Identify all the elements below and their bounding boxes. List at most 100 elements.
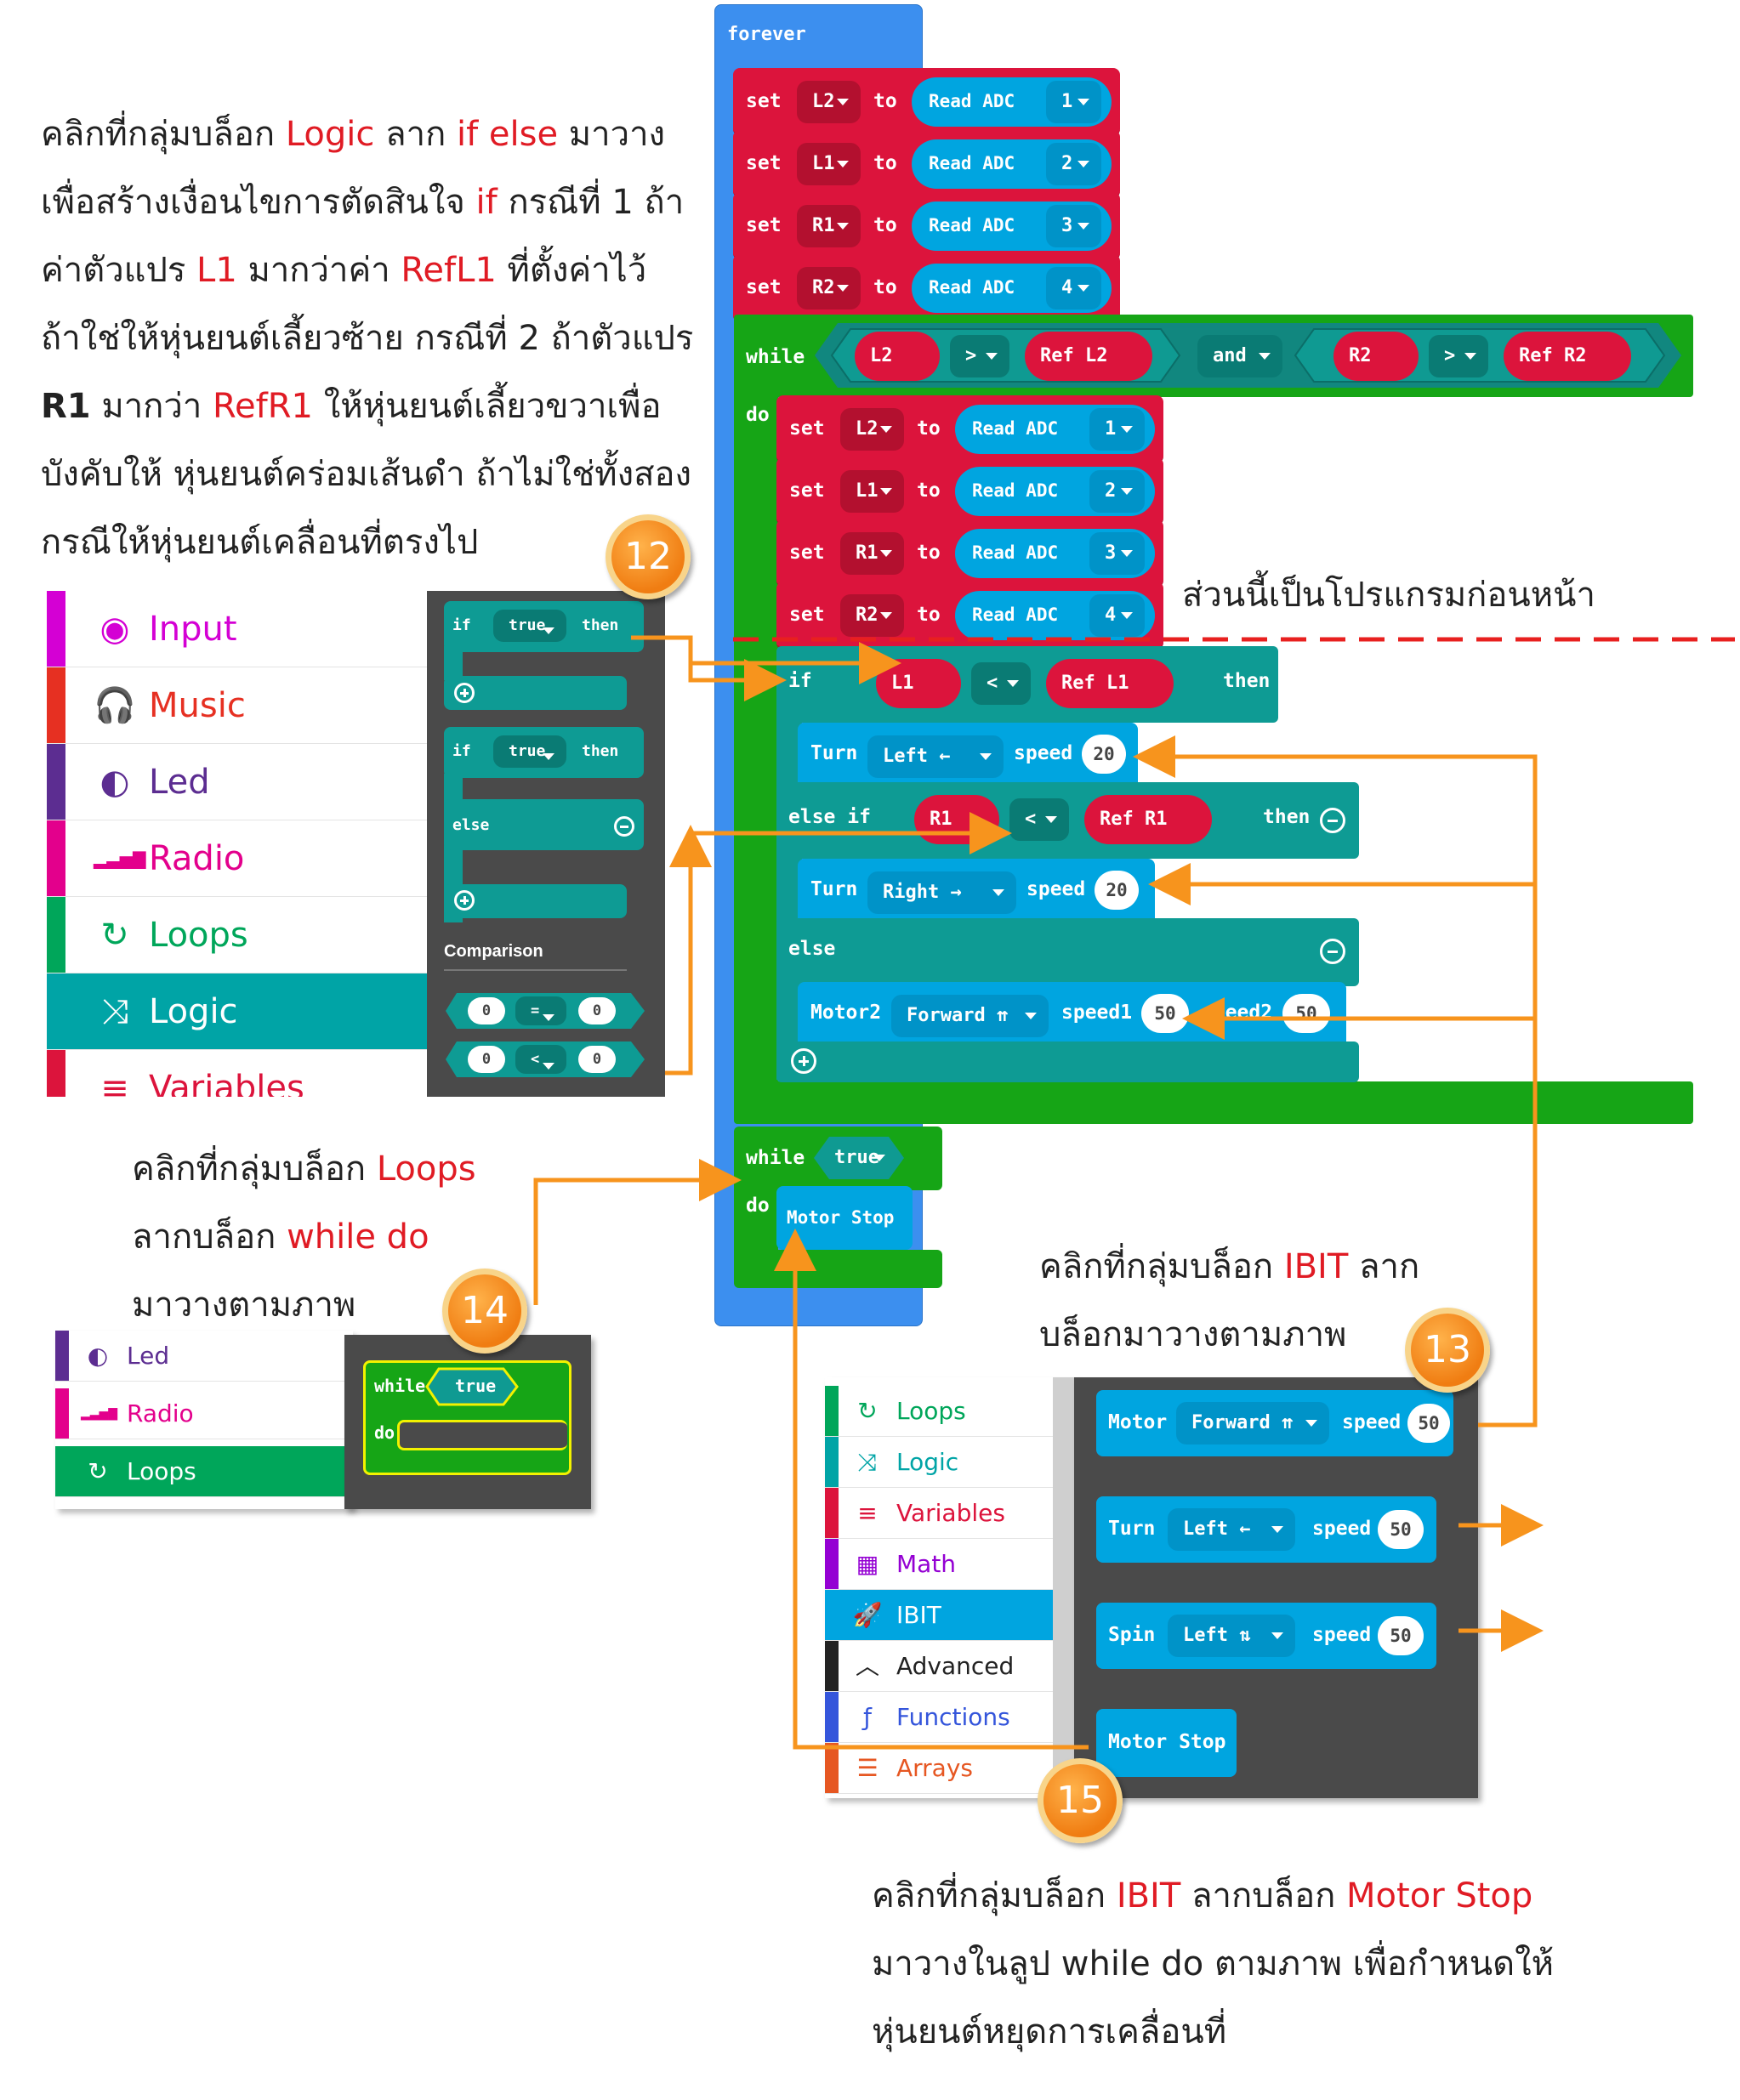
palette-motor-speed-value[interactable]: 50 — [1407, 1404, 1450, 1443]
lt-op-dropdown[interactable]: < — [515, 1045, 566, 1074]
palette-if-then: then — [582, 616, 619, 634]
palette-while-true[interactable]: true — [455, 1376, 497, 1396]
ibit-scrollbar[interactable] — [1053, 1377, 1074, 1798]
set-variable-dropdown[interactable]: L2 — [840, 408, 904, 451]
category-advanced[interactable]: ︿Advanced — [825, 1641, 1053, 1692]
palette-add-icon-1[interactable] — [454, 683, 475, 703]
set-variable-dropdown[interactable]: R1 — [797, 205, 861, 247]
category-ibit[interactable]: 🚀IBIT — [825, 1590, 1053, 1641]
instruction-line: คลิกที่กลุ่มบล็อก IBIT ลาก — [1039, 1233, 1635, 1301]
remove-else-icon[interactable] — [1320, 939, 1345, 964]
turn-left-dropdown[interactable]: Left ← — [867, 735, 1004, 778]
adc-channel-dropdown[interactable]: 2 — [1046, 143, 1101, 185]
turn-right-dropdown[interactable]: Right → — [867, 871, 1016, 914]
set-variable-dropdown[interactable]: R2 — [840, 594, 904, 637]
if-var-refl1[interactable]: Ref L1 — [1046, 659, 1174, 708]
motor2-speed2-value[interactable]: 50 — [1282, 994, 1330, 1033]
while-op1-dropdown[interactable]: > — [950, 335, 1009, 377]
remove-elseif-icon[interactable] — [1320, 808, 1345, 833]
while-var-r2[interactable]: R2 — [1333, 332, 1419, 381]
adc-channel-dropdown[interactable]: 2 — [1089, 470, 1145, 513]
category-variables[interactable]: ≡Variables — [47, 1050, 429, 1097]
while-and-dropdown[interactable]: and — [1197, 335, 1282, 377]
highlight-text: RefL1 — [401, 251, 497, 290]
elseif-op-dropdown[interactable]: < — [1009, 798, 1069, 841]
set-keyword: set — [789, 480, 825, 502]
elseif-var-refr1[interactable]: Ref R1 — [1084, 795, 1212, 844]
ibit-toolbox: ↻Loops⤨Logic≡Variables▦Math🚀IBIT︿Advance… — [825, 1377, 1080, 1798]
instruction-line: เพื่อสร้างเงื่อนไขการตัดสินใจ if กรณีที่… — [41, 168, 721, 236]
palette-spin-dropdown[interactable]: Left ⇅ — [1168, 1615, 1295, 1657]
while-var-l2[interactable]: L2 — [855, 332, 940, 381]
set-variable-dropdown[interactable]: L1 — [797, 143, 861, 185]
category-radio[interactable]: ▂▃▅▇Radio — [47, 820, 429, 897]
step15-badge: 15 — [1038, 1758, 1123, 1843]
adc-channel-dropdown[interactable]: 1 — [1089, 408, 1145, 451]
eq-left-value[interactable]: 0 — [468, 997, 505, 1024]
category-label: Functions — [896, 1703, 1010, 1731]
previous-program-note: ส่วนนี้เป็นโปรแกรมก่อนหน้า — [1182, 576, 1595, 615]
category-loops[interactable]: ↻Loops — [825, 1386, 1053, 1437]
instruction-text: ที่ตั้งค่าไว้ — [496, 251, 647, 290]
add-else-icon[interactable] — [791, 1048, 816, 1074]
palette-motor-stop-keyword: Motor Stop — [1108, 1731, 1226, 1753]
adc-channel-dropdown[interactable]: 4 — [1046, 267, 1101, 309]
palette-add-icon-2[interactable] — [454, 890, 475, 911]
eq-right-value[interactable]: 0 — [578, 997, 616, 1024]
palette-turn-dropdown[interactable]: Left ← — [1168, 1508, 1295, 1551]
palette-spin-speed-value[interactable]: 50 — [1378, 1616, 1424, 1655]
palette-turn-speed-value[interactable]: 50 — [1378, 1510, 1424, 1549]
adc-channel-dropdown[interactable]: 1 — [1046, 81, 1101, 123]
category-label: Music — [149, 686, 246, 725]
step13-instruction: คลิกที่กลุ่มบล็อก IBIT ลากบล็อกมาวางตามภ… — [1039, 1233, 1635, 1369]
palette-if-true[interactable]: true — [493, 610, 566, 642]
while-true-dropdown[interactable]: true — [819, 1137, 897, 1179]
while-var-refr2[interactable]: Ref R2 — [1504, 332, 1631, 381]
category-loops[interactable]: ↻Loops — [47, 897, 429, 973]
while-op2-dropdown[interactable]: > — [1429, 335, 1488, 377]
category-led[interactable]: ◐Led — [55, 1331, 353, 1382]
adc-channel-dropdown[interactable]: 3 — [1089, 532, 1145, 575]
category-arrays[interactable]: ☰Arrays — [825, 1743, 1053, 1794]
category-logic[interactable]: ⤨Logic — [825, 1437, 1053, 1488]
lt-left-value[interactable]: 0 — [468, 1046, 505, 1073]
palette-motor-dropdown[interactable]: Forward ⇈ — [1176, 1402, 1329, 1444]
category-math[interactable]: ▦Math — [825, 1539, 1053, 1590]
lt-right-value[interactable]: 0 — [578, 1046, 616, 1073]
category-input[interactable]: ◉Input — [47, 591, 429, 667]
category-loops[interactable]: ↻Loops — [55, 1446, 353, 1497]
while-footer — [734, 1081, 1693, 1124]
if-var-l1[interactable]: L1 — [876, 659, 961, 708]
motor2-speed1-value[interactable]: 50 — [1141, 994, 1189, 1033]
category-variables[interactable]: ≡Variables — [825, 1488, 1053, 1539]
set-variable-dropdown[interactable]: L1 — [840, 470, 904, 513]
adc-channel-dropdown[interactable]: 4 — [1089, 594, 1145, 637]
category-color-strip — [47, 744, 65, 820]
palette-ifelse-true[interactable]: true — [493, 735, 566, 768]
adc-channel-dropdown[interactable]: 3 — [1046, 205, 1101, 247]
if-op-dropdown[interactable]: < — [971, 662, 1031, 705]
category-radio[interactable]: ▂▃▅▇Radio — [55, 1388, 353, 1439]
category-led[interactable]: ◐Led — [47, 744, 429, 820]
while-true-hex-bg — [814, 1137, 904, 1179]
palette-else-row — [444, 799, 644, 850]
set-variable-dropdown[interactable]: R2 — [797, 267, 861, 309]
turn-right-speed-value[interactable]: 20 — [1095, 871, 1139, 910]
category-logic[interactable]: ⤨Logic — [47, 973, 429, 1050]
motor2-direction-dropdown[interactable]: Forward ⇈ — [891, 995, 1049, 1037]
turn-left-speed-value[interactable]: 20 — [1082, 735, 1126, 774]
while-true-spine — [734, 1182, 778, 1254]
elseif-var-r1[interactable]: R1 — [914, 795, 999, 844]
palette-motor-stop-block[interactable] — [1096, 1709, 1237, 1777]
palette-remove-icon[interactable] — [614, 816, 634, 837]
set-variable-dropdown[interactable]: R1 — [840, 532, 904, 575]
set-variable-dropdown[interactable]: L2 — [797, 81, 861, 123]
list-icon: ≡ — [857, 1499, 878, 1527]
category-music[interactable]: 🎧Music — [47, 667, 429, 744]
while-do-spine — [734, 374, 778, 1097]
read-adc-label: Read ADC — [972, 604, 1059, 625]
while-var-refl2[interactable]: Ref L2 — [1025, 332, 1152, 381]
eq-op-dropdown[interactable]: = — [515, 996, 566, 1025]
